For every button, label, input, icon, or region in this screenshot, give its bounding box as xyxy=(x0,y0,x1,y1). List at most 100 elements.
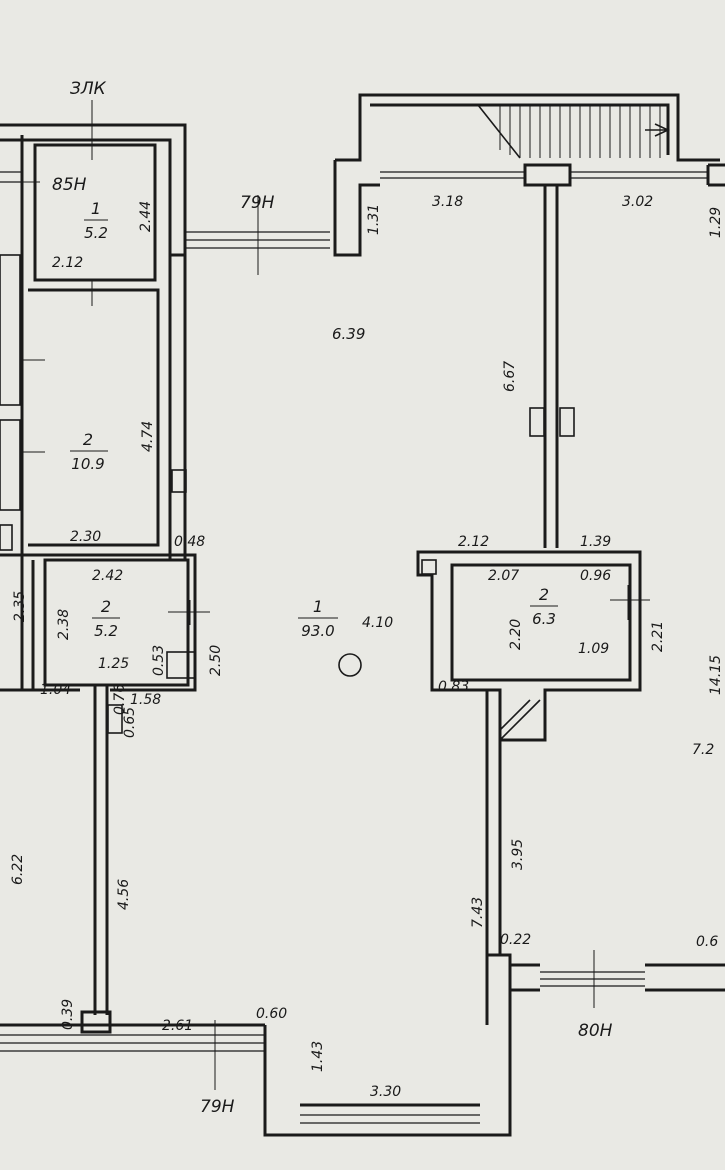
dim: 2.35 xyxy=(12,591,28,622)
window-bay xyxy=(300,1114,480,1124)
dim: 0.60 xyxy=(256,1006,287,1022)
room-labels: 1 5.2 2 10.9 2 5.2 1 93.0 2 6.3 xyxy=(70,199,558,640)
dim: 3.18 xyxy=(432,194,463,210)
wall-room-2 xyxy=(28,288,160,547)
dim: 2.38 xyxy=(56,609,72,640)
dim: 3.95 xyxy=(510,839,526,870)
wall-center-divider xyxy=(543,185,559,548)
dim: 0.65 xyxy=(122,707,138,738)
room-label-4: 1 93.0 xyxy=(298,597,338,640)
vent-room-3 xyxy=(107,704,123,734)
room-3-area: 5.2 xyxy=(94,622,118,640)
wall-vertical-center xyxy=(485,690,502,955)
cabinet-left-1 xyxy=(0,254,21,406)
dim: 0.22 xyxy=(500,932,531,948)
window-79h-bottom xyxy=(0,1034,265,1052)
wall-corridor xyxy=(168,255,187,560)
dim: 1.09 xyxy=(578,641,609,657)
dim: 2.42 xyxy=(92,568,123,584)
column-top xyxy=(523,163,572,187)
window-79h-top-tag: 79Н xyxy=(240,193,275,213)
dim: 4.56 xyxy=(116,879,132,910)
dim: 2.12 xyxy=(52,255,83,271)
wall-bottom-right xyxy=(510,963,725,992)
dim: 3.02 xyxy=(622,194,653,210)
dim: 0.6 xyxy=(696,934,718,950)
windows xyxy=(0,171,708,1124)
dim: 1.58 xyxy=(130,692,161,708)
dim: 0.76 xyxy=(112,684,128,715)
dim: 2.30 xyxy=(70,529,101,545)
room-1-number: 1 xyxy=(91,199,101,218)
fixtures xyxy=(0,254,575,741)
dimensions: 2.12 2.30 0.48 2.42 1.25 1.58 1.04 2.61 … xyxy=(10,194,724,1100)
stair-treads xyxy=(499,105,661,158)
dim: 1.25 xyxy=(98,656,129,672)
wall-vertical-left xyxy=(93,685,109,1015)
vent-center-r xyxy=(559,407,575,437)
stair-diagonal xyxy=(477,104,521,159)
dim: 6.39 xyxy=(332,325,365,343)
wall-mid-left xyxy=(0,553,197,692)
window-85h xyxy=(0,171,22,183)
window-85h-tag: 85Н xyxy=(52,175,87,195)
door-swing-room-5 xyxy=(499,699,541,741)
room-1-area: 5.2 xyxy=(84,224,108,242)
wall-room-5-inner xyxy=(450,563,632,682)
dim: 0.48 xyxy=(174,534,205,550)
room-4-area: 93.0 xyxy=(301,622,334,640)
stairs xyxy=(477,104,670,159)
wall-top-left xyxy=(0,123,187,257)
vent-center-l xyxy=(529,407,545,437)
room-label-5: 2 6.3 xyxy=(530,585,558,628)
window-balcony xyxy=(380,171,708,179)
dim: 2.44 xyxy=(138,201,154,232)
room-2-number: 2 xyxy=(83,430,93,449)
axis-room-5 xyxy=(610,585,650,620)
wall-balcony-inner xyxy=(370,103,670,155)
dim: 0.96 xyxy=(580,568,611,584)
dim: 1.31 xyxy=(366,204,382,235)
cabinet-left-2 xyxy=(0,419,21,511)
wall-balcony-left xyxy=(333,160,380,257)
wall-room-1 xyxy=(33,143,157,282)
dim: 1.04 xyxy=(40,682,71,698)
vent-left xyxy=(171,469,187,493)
dim: 2.21 xyxy=(650,621,666,652)
dim: 14.15 xyxy=(708,655,724,695)
dim: 1.29 xyxy=(708,207,724,238)
dim: 2.20 xyxy=(508,619,524,650)
room-5-number: 2 xyxy=(539,585,549,604)
dim: 1.39 xyxy=(580,534,611,550)
column-bottom-left xyxy=(80,1010,112,1034)
vent-room-5 xyxy=(421,559,437,575)
walls xyxy=(0,93,725,1137)
room-2-area: 10.9 xyxy=(71,455,104,473)
axis-room-3 xyxy=(168,600,210,625)
room-label-2: 2 10.9 xyxy=(70,430,108,473)
dim: 6.67 xyxy=(502,361,518,392)
dim: 2.61 xyxy=(162,1018,193,1034)
room-5-area: 6.3 xyxy=(532,610,556,628)
dim: 7.2 xyxy=(692,742,714,758)
dim: 7.43 xyxy=(470,897,486,928)
window-79h-bottom-tag: 79Н xyxy=(200,1097,235,1117)
dim: 1.43 xyxy=(310,1041,326,1072)
room-3-number: 2 xyxy=(101,597,111,616)
dim: 0.53 xyxy=(151,645,167,676)
cabinet-left-3 xyxy=(0,524,13,551)
dim: 6.22 xyxy=(10,854,26,885)
wall-bottom-bay xyxy=(263,953,512,1137)
dim: 2.12 xyxy=(458,534,489,550)
riser-circle xyxy=(338,653,362,677)
dim: 0.39 xyxy=(60,999,76,1030)
wall-room-3 xyxy=(43,558,190,687)
wall-balcony-outer xyxy=(335,93,720,162)
dim: 0.83 xyxy=(438,679,469,695)
dim: 2.50 xyxy=(208,645,224,676)
room-4-number: 1 xyxy=(313,597,323,616)
window-80h xyxy=(540,971,645,987)
dim: 4.74 xyxy=(140,421,156,452)
dim: 2.07 xyxy=(488,568,519,584)
